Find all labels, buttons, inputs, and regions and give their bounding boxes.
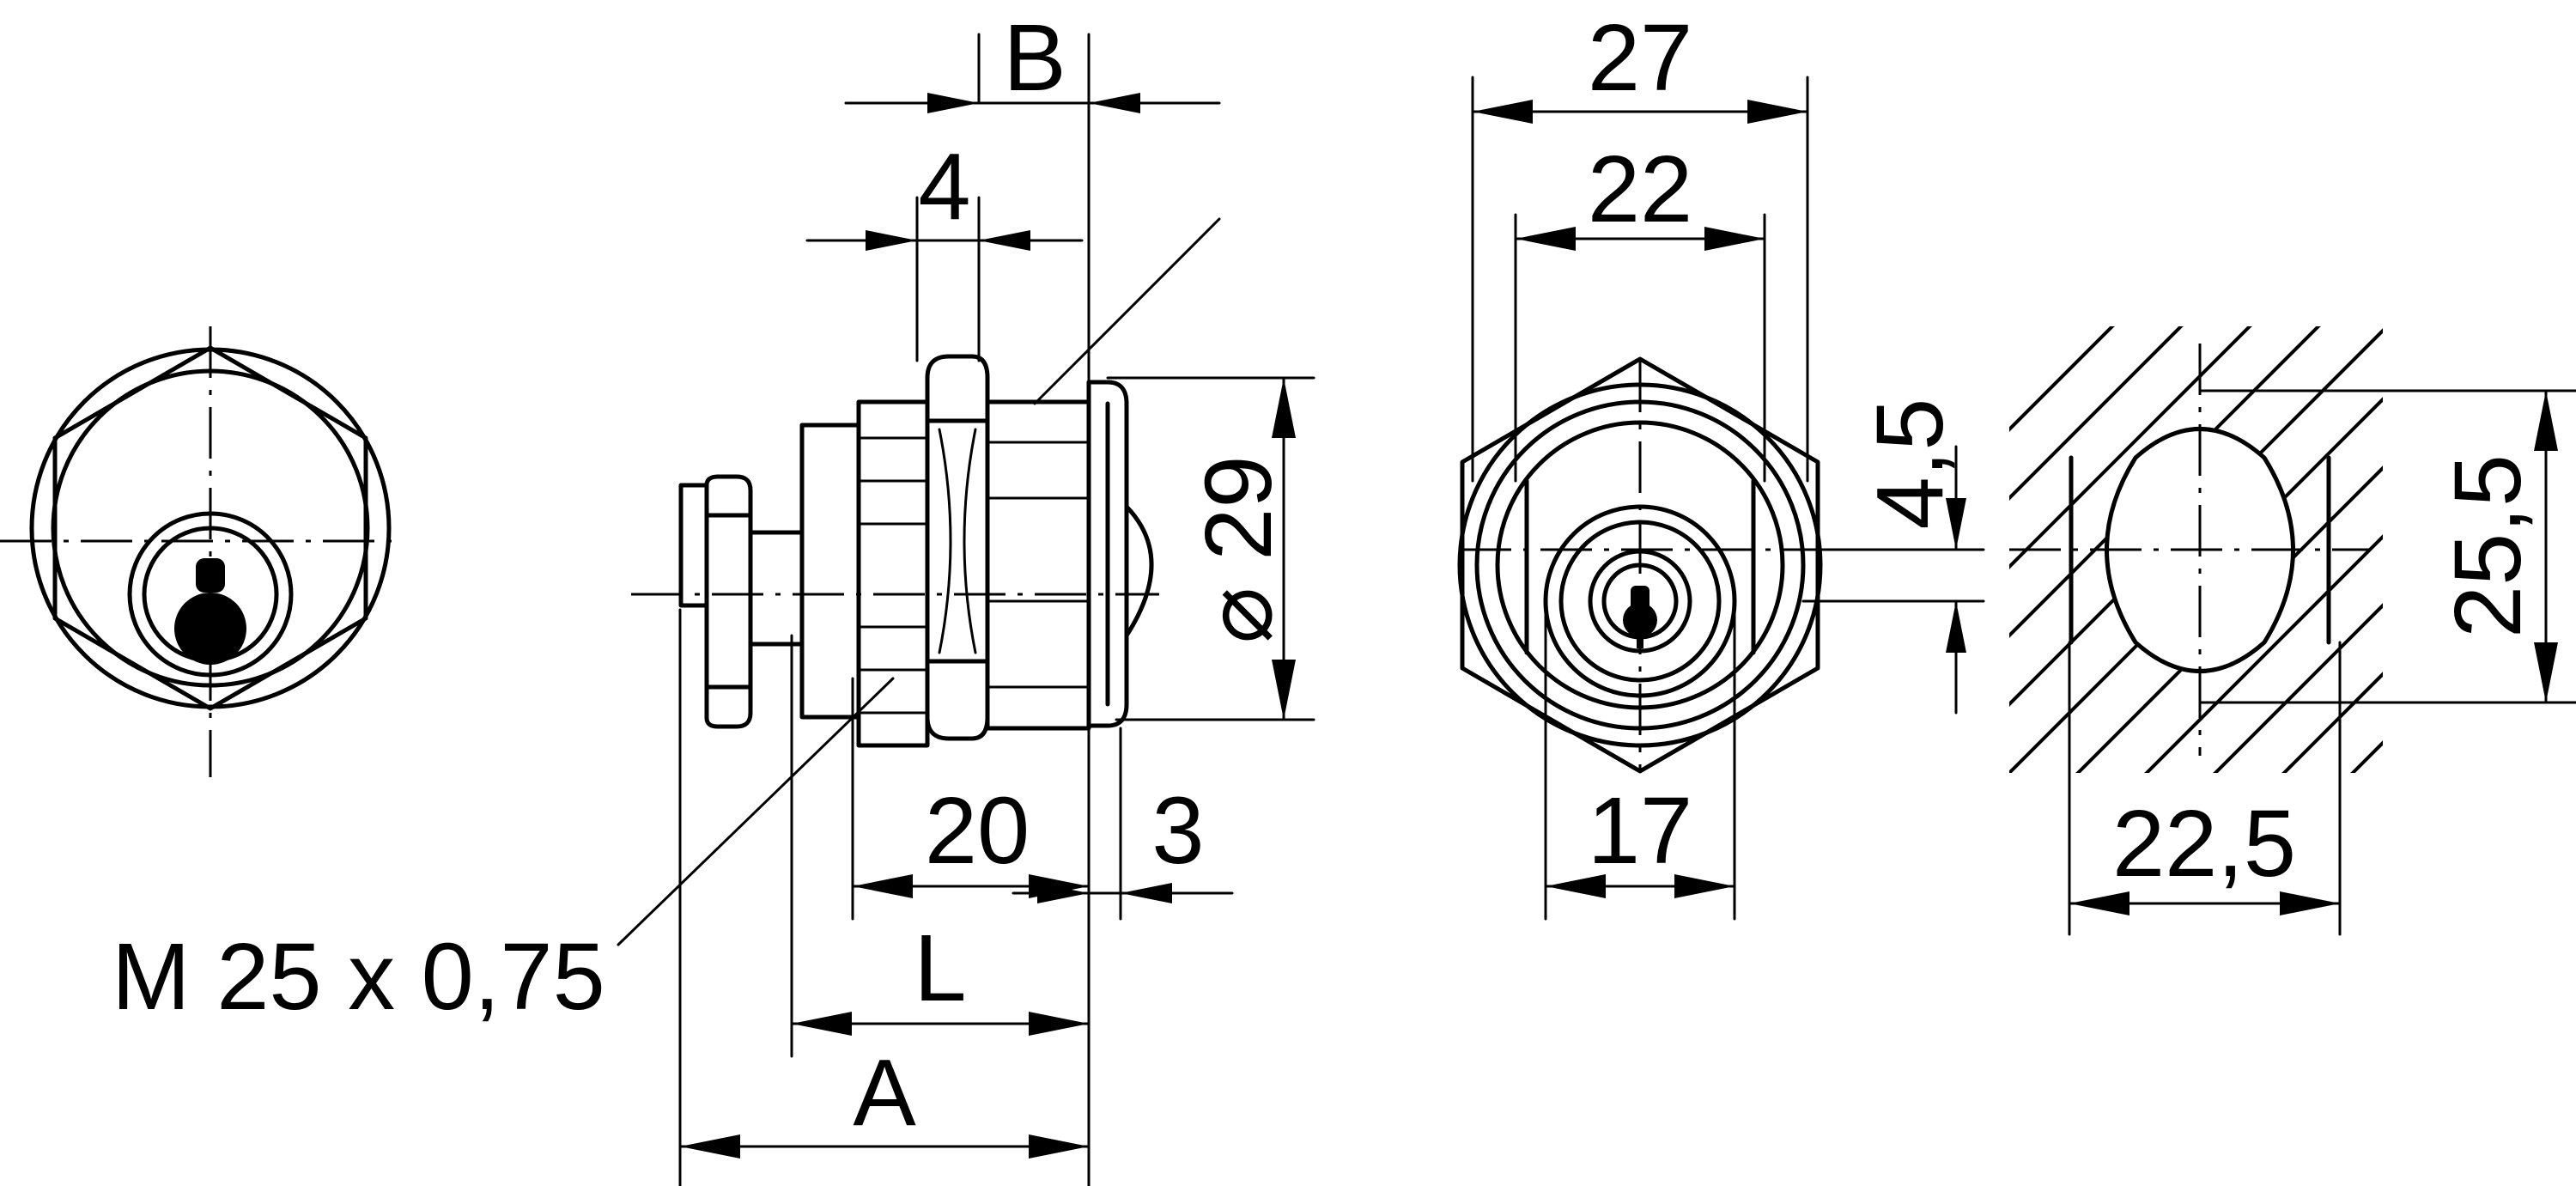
dim-25-5-label: 25,5 (2435, 454, 2541, 638)
dim-25-5: 25,5 (2198, 389, 2576, 704)
dim-3: 3 (1012, 727, 1234, 921)
dim-17-label: 17 (1588, 778, 1692, 884)
dim-22-5: 22,5 (2068, 641, 2342, 936)
side-view-thread-section (856, 399, 930, 748)
dim-dia29: ⌀ 29 (1106, 376, 1315, 721)
dim-27-label: 27 (1588, 5, 1692, 111)
dim-dia29-label: ⌀ 29 (1186, 455, 1291, 643)
dim-a: A (678, 608, 1091, 1186)
leader-thread (617, 677, 895, 946)
dim-4: 4 (805, 134, 1084, 362)
thread-callout: M 25 x 0,75 (112, 924, 605, 1030)
dim-4-5: 4,5 (1801, 398, 1985, 715)
side-view-hex-nut (925, 354, 990, 741)
panel-cutout-outline (2105, 427, 2295, 673)
dim-4-5-label: 4,5 (1857, 398, 1963, 530)
side-view-flange (1086, 380, 1129, 728)
rear-view (1457, 356, 1838, 774)
dim-22: 22 (1514, 137, 1766, 483)
dim-b-label: B (1003, 5, 1066, 111)
dim-l-label: L (914, 915, 966, 1021)
side-view-dome (1124, 504, 1154, 638)
dim-27: 27 (1471, 5, 1809, 483)
dim-l: L (790, 634, 1091, 1058)
side-view (631, 354, 1159, 748)
side-view-housing (985, 399, 1091, 731)
leader-upper (1033, 217, 1221, 405)
dim-17: 17 (1544, 599, 1736, 921)
dim-b: B (844, 5, 1221, 397)
dim-22-label: 22 (1588, 137, 1692, 242)
dim-3-label: 3 (1151, 778, 1204, 884)
side-view-stem (748, 530, 805, 647)
dim-4-label: 4 (918, 134, 970, 240)
dim-20-label: 20 (925, 778, 1030, 884)
side-view-body-rear (799, 423, 861, 720)
front-view (0, 326, 404, 777)
dim-22-5-label: 22,5 (2112, 791, 2296, 897)
side-view-knob-tip (678, 483, 709, 608)
dim-a-label: A (853, 1040, 916, 1146)
